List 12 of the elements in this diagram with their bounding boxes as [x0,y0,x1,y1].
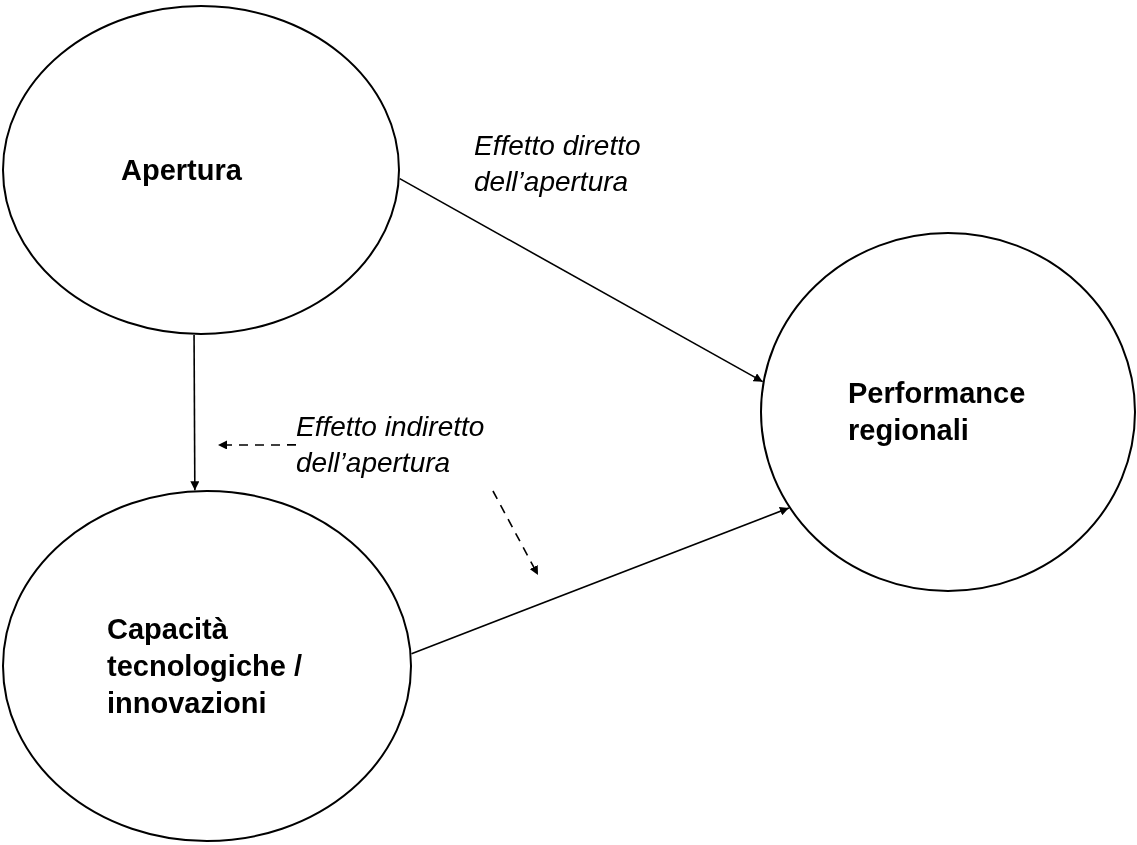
arrow [410,506,790,655]
node-label: Performance regionali [848,376,1027,448]
annotation-text: Effetto indiretto dell’apertura [296,410,486,480]
concept-ellipse [2,490,412,842]
dashed-arrow [492,490,539,576]
arrow [398,177,764,383]
concept-ellipse [760,232,1136,592]
arrow [190,334,200,492]
dashed-arrow [217,440,297,450]
concept-ellipse [2,5,400,335]
node-label: Apertura [121,152,243,188]
node-label: Capacità tecnologiche / innovazioni [107,611,303,721]
